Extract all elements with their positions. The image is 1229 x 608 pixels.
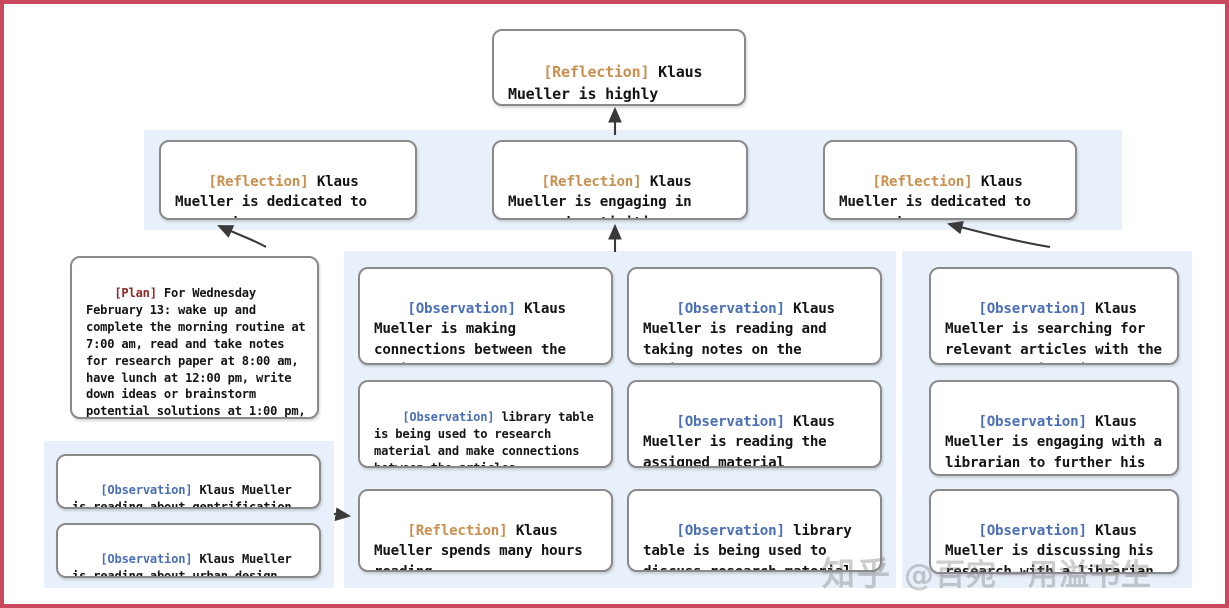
node-text: Klaus Mueller is searching for relevant … xyxy=(945,300,1162,363)
tag-observation: [Observation] xyxy=(676,413,785,430)
tag-observation: [Observation] xyxy=(402,409,495,424)
node-text: Klaus Mueller is making connections betw… xyxy=(374,300,566,363)
node-text: Klaus Mueller is dedicated to research xyxy=(175,173,367,218)
tag-observation: [Observation] xyxy=(978,300,1087,317)
tag-observation: [Observation] xyxy=(978,413,1087,430)
tag-reflection: [Reflection] xyxy=(872,173,973,190)
node-left-observation-1[interactable]: [Observation] Klaus Mueller is reading a… xyxy=(56,454,321,509)
tag-reflection: [Reflection] xyxy=(208,173,309,190)
tag-observation: [Observation] xyxy=(676,522,785,539)
node-reflection-right[interactable]: [Reflection] Klaus Mueller is dedicated … xyxy=(823,140,1077,220)
tag-reflection: [Reflection] xyxy=(543,62,650,81)
node-col-a-1[interactable]: [Observation] Klaus Mueller is making co… xyxy=(358,267,613,365)
node-root-reflection[interactable]: [Reflection] Klaus Mueller is highly ded… xyxy=(492,29,746,106)
tag-observation: [Observation] xyxy=(676,300,785,317)
tag-observation: [Observation] xyxy=(100,482,193,497)
node-text: For Wednesday February 13: wake up and c… xyxy=(86,285,306,419)
tag-observation: [Observation] xyxy=(407,300,516,317)
node-text: Klaus Mueller is discussing his research… xyxy=(945,522,1162,574)
node-text: library table is being used to discuss r… xyxy=(643,522,860,572)
tag-reflection: [Reflection] xyxy=(541,173,642,190)
node-text: Klaus Mueller is highly dedicated to res… xyxy=(508,62,703,103)
node-col-b-1[interactable]: [Observation] Klaus Mueller is reading a… xyxy=(627,267,882,365)
node-text: Klaus Mueller is dedicated to research xyxy=(839,173,1031,218)
node-text: Klaus Mueller is engaging with a librari… xyxy=(945,413,1162,471)
tag-observation: [Observation] xyxy=(978,522,1087,539)
node-col-a-3[interactable]: [Reflection] Klaus Mueller spends many h… xyxy=(358,489,613,572)
node-plan[interactable]: [Plan] For Wednesday February 13: wake u… xyxy=(70,256,319,419)
node-reflection-middle[interactable]: [Reflection] Klaus Mueller is engaging i… xyxy=(492,140,748,220)
tag-plan: [Plan] xyxy=(114,285,157,300)
node-text: Klaus Mueller spends many hours reading xyxy=(374,522,591,572)
node-text: library table is being used to research … xyxy=(374,409,601,468)
node-col-b-2[interactable]: [Observation] Klaus Mueller is reading t… xyxy=(627,380,882,468)
node-text: Klaus Mueller is engaging in research ac… xyxy=(508,173,692,218)
node-col-c-2[interactable]: [Observation] Klaus Mueller is engaging … xyxy=(929,380,1179,476)
tag-reflection: [Reflection] xyxy=(407,522,508,539)
tag-observation: [Observation] xyxy=(100,551,193,566)
node-reflection-left[interactable]: [Reflection] Klaus Mueller is dedicated … xyxy=(159,140,417,220)
node-col-a-2[interactable]: [Observation] library table is being use… xyxy=(358,380,613,468)
node-col-c-1[interactable]: [Observation] Klaus Mueller is searching… xyxy=(929,267,1179,365)
node-col-c-3[interactable]: [Observation] Klaus Mueller is discussin… xyxy=(929,489,1179,574)
node-col-b-3[interactable]: [Observation] library table is being use… xyxy=(627,489,882,572)
node-text: Klaus Mueller is reading about gentrific… xyxy=(72,482,299,509)
node-left-observation-2[interactable]: [Observation] Klaus Mueller is reading a… xyxy=(56,523,321,578)
node-text: Klaus Mueller is reading and taking note… xyxy=(643,300,835,363)
node-text: Klaus Mueller is reading about urban des… xyxy=(72,551,299,578)
node-text: Klaus Mueller is reading the assigned ma… xyxy=(643,413,844,468)
